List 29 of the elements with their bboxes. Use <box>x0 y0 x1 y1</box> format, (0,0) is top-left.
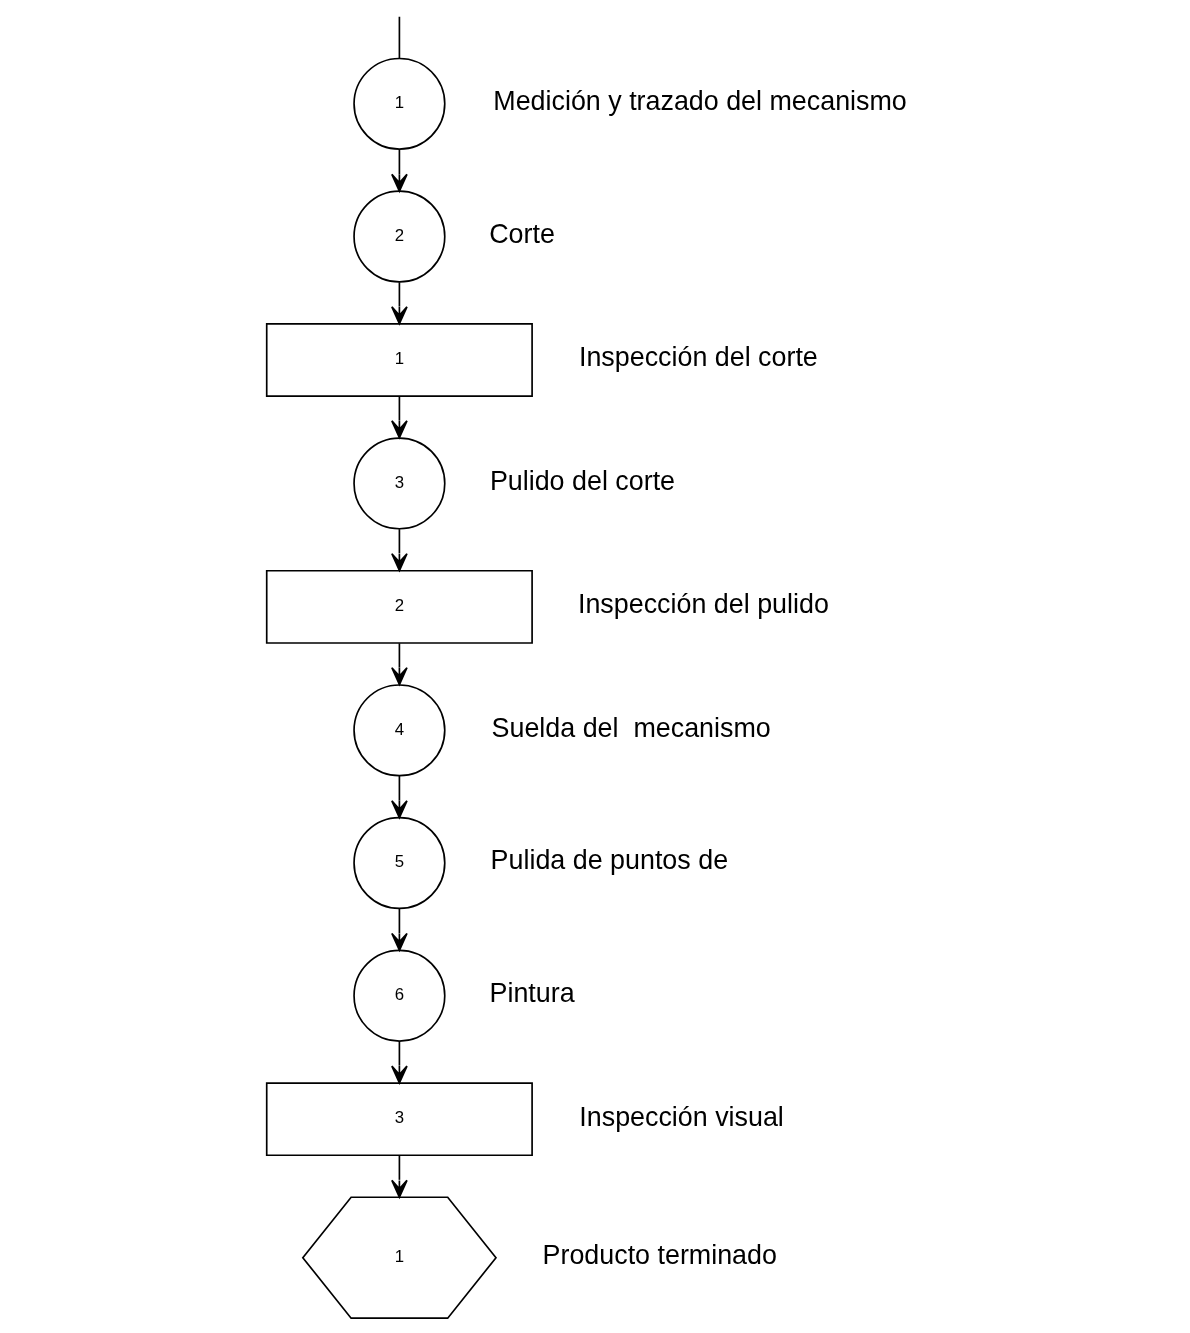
node-label: Medición y trazado del mecanismo <box>492 86 907 117</box>
node-box: 1 <box>265 323 533 397</box>
connector <box>398 15 400 60</box>
arrow <box>390 395 408 439</box>
node-box: 3 <box>265 1082 533 1157</box>
node-label: Suelda del mecanismo <box>491 712 771 743</box>
node-label: Pulida de puntos de <box>490 845 728 876</box>
arrow <box>390 281 408 325</box>
arrow <box>390 774 408 819</box>
arrow <box>390 907 408 952</box>
node-circle: 3 <box>352 437 446 530</box>
node-circle: 2 <box>352 190 446 283</box>
node-label: Pintura <box>489 978 575 1009</box>
node-label: Inspección visual <box>578 1101 784 1132</box>
node-circle: 1 <box>352 57 446 150</box>
node-circle: 5 <box>352 816 446 910</box>
node-label: Inspección del corte <box>578 342 818 373</box>
node-label: Producto terminado <box>542 1240 777 1271</box>
node-label: Inspección del pulido <box>577 589 829 620</box>
node-box: 2 <box>265 569 533 644</box>
arrow <box>390 642 408 686</box>
arrow <box>390 1154 408 1199</box>
arrow <box>390 528 408 572</box>
node-circle: 4 <box>352 684 446 777</box>
node-label: Corte <box>488 218 555 249</box>
node-label: Pulido del corte <box>489 465 675 496</box>
node-circle: 6 <box>352 949 446 1042</box>
arrow <box>390 1040 408 1084</box>
arrow <box>390 148 408 192</box>
